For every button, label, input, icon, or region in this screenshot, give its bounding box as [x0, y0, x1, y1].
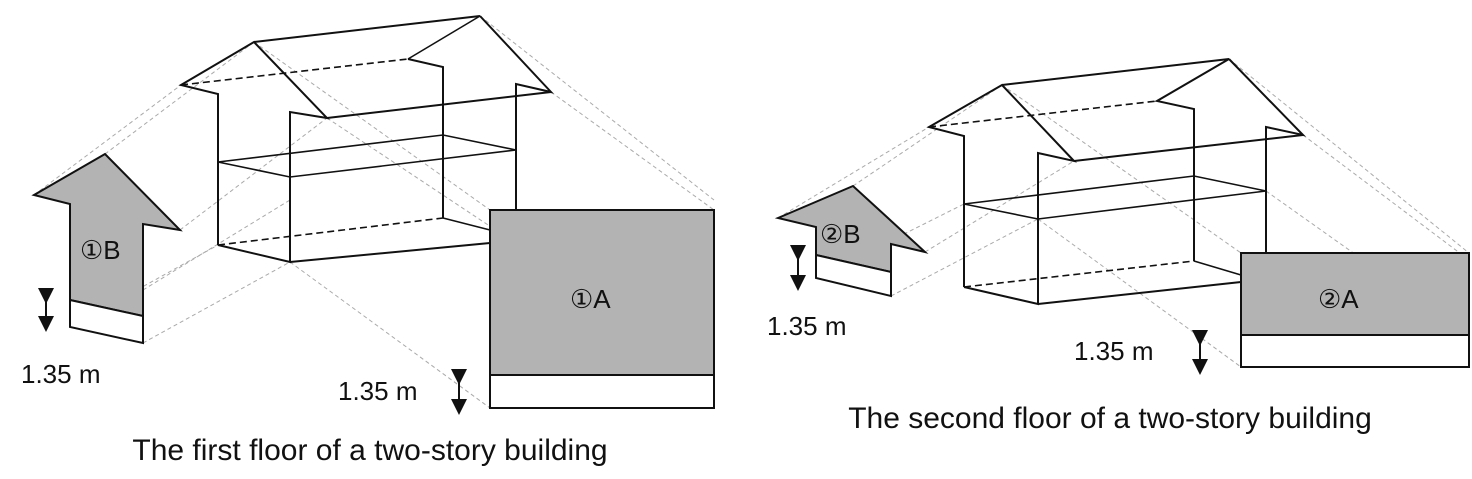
label-wall-b: ①B — [80, 235, 121, 265]
height-label-b: 1.35 m — [21, 359, 101, 389]
wall-b-arrow-shape — [31, 152, 183, 345]
projection-lines — [777, 58, 1470, 368]
building-wireframe — [178, 15, 554, 264]
panel-second-floor: ②B 1.35 m ②A 1.35 m The second floor of … — [767, 58, 1470, 435]
height-label-a: 1.35 m — [338, 376, 418, 406]
label-wall-a: ①A — [570, 284, 611, 314]
panel-first-floor: ①B 1.35 m ①A 1.35 m The first floor of a… — [21, 15, 715, 467]
caption-first-floor: The first floor of a two-story building — [132, 434, 607, 467]
wall-a-rectangle — [489, 209, 715, 409]
wall-b-arrow-shape — [774, 184, 929, 298]
label-wall-a: ②A — [1318, 284, 1359, 314]
caption-second-floor: The second floor of a two-story building — [848, 402, 1372, 435]
wall-a-rectangle — [1240, 252, 1470, 368]
height-label-b: 1.35 m — [767, 311, 847, 341]
height-label-a: 1.35 m — [1074, 336, 1154, 366]
building-wireframe — [926, 58, 1307, 306]
label-wall-b: ②B — [820, 219, 861, 249]
